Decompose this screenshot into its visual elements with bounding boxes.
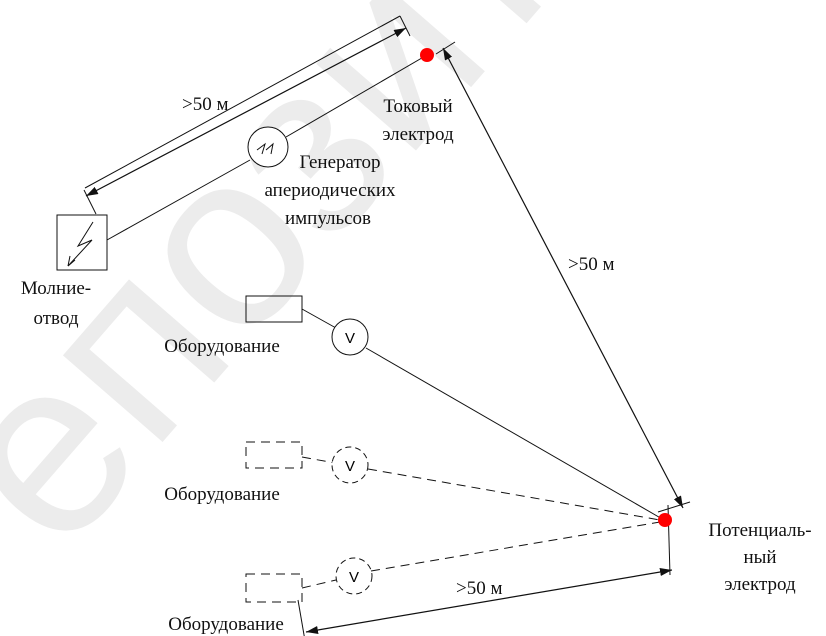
label-generator-line3: импульсов (285, 208, 371, 229)
voltmeter-2-symbol: V (345, 458, 355, 475)
label-potential-electrode-line3: электрод (724, 574, 796, 595)
wire-voltmeter-electrode-3 (370, 521, 661, 572)
dim-extension-bottom-left (297, 599, 305, 636)
label-lightning-rod-line1: Молние- (21, 278, 91, 299)
wire-equipment-voltmeter-1 (301, 308, 337, 329)
voltmeter-3 (335, 557, 373, 595)
label-equipment-2: Оборудование (164, 484, 280, 505)
impulse-icon (256, 142, 274, 155)
label-distance-top: >50 м (182, 94, 229, 115)
dim-extension-right-bottom (657, 501, 691, 513)
label-distance-right: >50 м (568, 254, 615, 275)
lightning-bolt-icon (67, 221, 94, 267)
wire-voltmeter-electrode-1 (365, 347, 665, 521)
equipment-box-2 (245, 441, 303, 469)
current-electrode (420, 48, 434, 62)
dim-line-top (85, 27, 407, 197)
wire-voltmeter-electrode-2 (367, 468, 661, 521)
wire-equipment-voltmeter-2 (301, 456, 336, 464)
voltmeter-1-symbol: V (345, 330, 355, 347)
label-equipment-3: Оборудование (168, 614, 284, 635)
label-potential-electrode-line2: ный (743, 547, 776, 568)
label-equipment-1: Оборудование (164, 336, 280, 357)
label-current-electrode-line1: Токовый (383, 96, 452, 117)
label-lightning-rod-line2: отвод (33, 308, 78, 329)
label-generator-line1: Генератор (299, 152, 380, 173)
label-generator-line2: апериодических (264, 180, 396, 201)
voltmeter-2 (331, 446, 369, 484)
dim-extension-top-right (399, 15, 411, 37)
voltmeter-1 (331, 318, 369, 356)
lightning-rod-box (56, 214, 108, 271)
dim-line-right (442, 47, 684, 509)
label-distance-bottom: >50 м (456, 578, 503, 599)
wire-equipment-voltmeter-3 (301, 579, 337, 589)
dim-tick-top-left (83, 189, 97, 215)
generator-symbol (247, 126, 289, 168)
label-current-electrode-line2: электрод (382, 124, 454, 145)
wire-generator-electrode (285, 54, 428, 138)
potential-electrode (658, 513, 672, 527)
watermark: епозит (0, 0, 611, 595)
label-potential-electrode-line1: Потенциаль- (708, 520, 811, 541)
svg-text:епозит: епозит (0, 0, 611, 595)
equipment-box-3 (245, 573, 303, 603)
dim-line-bottom (305, 568, 673, 634)
wire-rod-generator (106, 159, 251, 241)
voltmeter-3-symbol: V (349, 569, 359, 586)
